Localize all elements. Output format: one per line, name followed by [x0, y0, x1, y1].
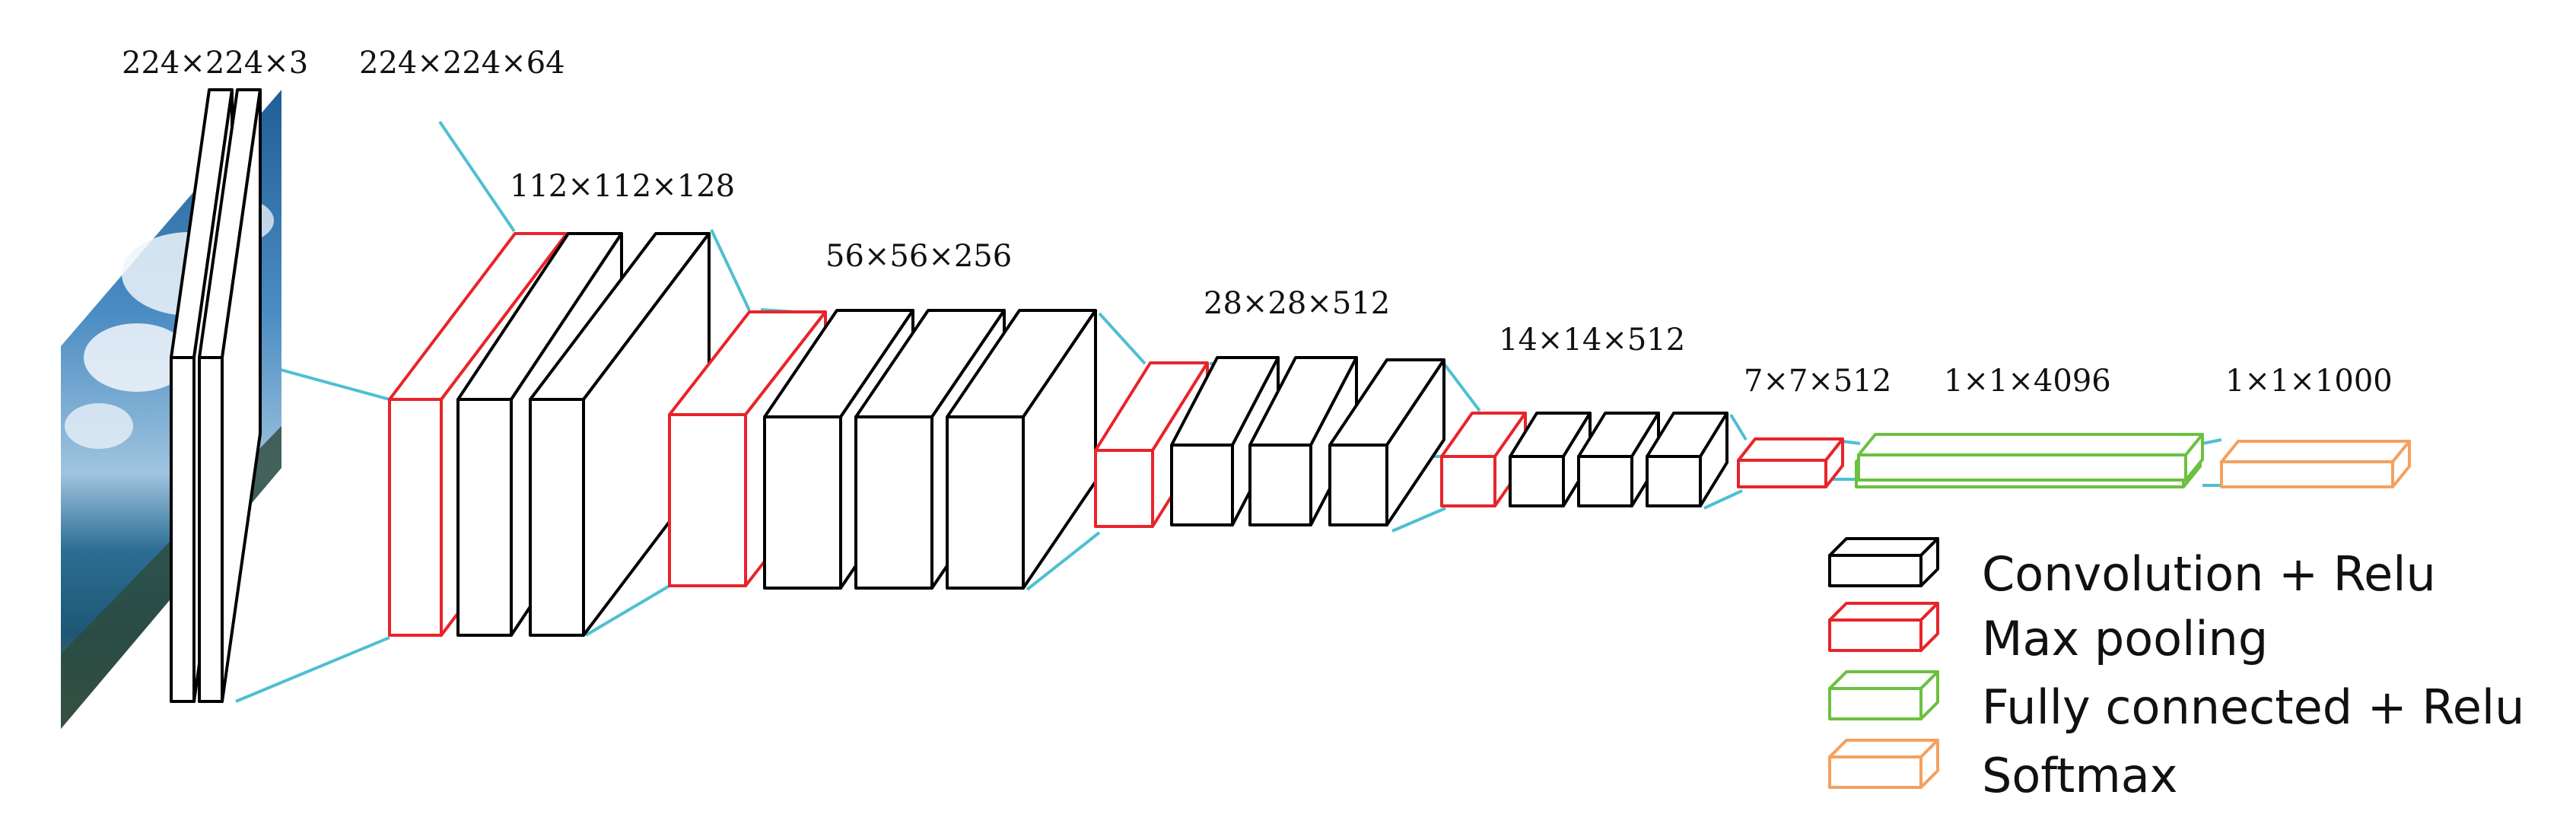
legend-label-conv: Convolution + Relu — [1982, 546, 2436, 602]
conv-swatch-icon — [1828, 537, 1939, 587]
fc-swatch-icon-shape — [1828, 670, 1939, 720]
conv3-block-c — [946, 309, 1097, 590]
dim-label-input: 224×224×3 — [122, 46, 308, 81]
softmax-block — [2220, 440, 2411, 488]
connector-conv5-pool5-top — [1729, 413, 1748, 441]
legend: Convolution + Relu Max pooling Fully con… — [1828, 537, 2524, 803]
connector-conv2-pool2-bottom — [584, 584, 671, 637]
connector-conv3-pool3-top — [1098, 312, 1146, 365]
connector-conv5-pool5-bottom — [1703, 489, 1743, 510]
connector-conv1-pool1-upper — [438, 120, 516, 233]
legend-item-fc: Fully connected + Relu — [1828, 670, 2524, 735]
dim-label-conv4: 28×28×512 — [1204, 286, 1390, 321]
legend-item-softmax: Softmax — [1828, 739, 2177, 803]
dim-label-conv3: 56×56×256 — [825, 239, 1012, 274]
conv5-block-c — [1646, 412, 1728, 507]
conv4-block-c — [1328, 358, 1445, 526]
pool-swatch-icon — [1828, 602, 1939, 652]
fc-swatch-icon — [1828, 670, 1939, 720]
pool4-block — [1440, 412, 1527, 507]
connector-conv1-pool1-bottom — [235, 636, 390, 703]
dimension-labels: 224×224×3 224×224×64 112×112×128 56×56×2… — [122, 46, 2393, 399]
dim-label-pool5: 7×7×512 — [1744, 364, 1891, 399]
legend-label-fc: Fully connected + Relu — [1982, 679, 2524, 735]
legend-label-softmax: Softmax — [1982, 748, 2177, 803]
connector-conv3-pool3-bottom — [1026, 531, 1101, 591]
dim-label-conv5: 14×14×512 — [1499, 323, 1685, 358]
softmax-swatch-icon — [1828, 739, 1939, 789]
fc-block-b — [1857, 433, 2204, 482]
softmax-swatch-icon-shape — [1828, 739, 1939, 789]
dim-label-fc: 1×1×4096 — [1944, 364, 2111, 399]
dim-label-conv1: 224×224×64 — [359, 46, 565, 81]
conv5-block-a — [1509, 412, 1592, 507]
conv-swatch-icon-shape — [1828, 537, 1939, 587]
legend-label-pool: Max pooling — [1982, 611, 2268, 666]
pool-swatch-icon-shape — [1828, 602, 1939, 652]
connector-conv2-pool2-upper — [710, 229, 751, 311]
legend-item-conv: Convolution + Relu — [1828, 537, 2436, 602]
connector-fc-softmax-top — [2202, 438, 2222, 445]
conv2-block-b — [529, 232, 711, 637]
dim-label-softmax: 1×1×1000 — [2225, 364, 2393, 399]
dim-label-conv2: 112×112×128 — [510, 169, 735, 204]
connector-conv4-pool4-top — [1442, 362, 1481, 412]
legend-item-pool: Max pooling — [1828, 602, 2268, 666]
conv1-block-b — [198, 88, 262, 703]
connector-conv4-pool4-bottom — [1391, 507, 1446, 533]
pool5-block — [1737, 437, 1844, 488]
layer-blocks — [170, 88, 2411, 703]
